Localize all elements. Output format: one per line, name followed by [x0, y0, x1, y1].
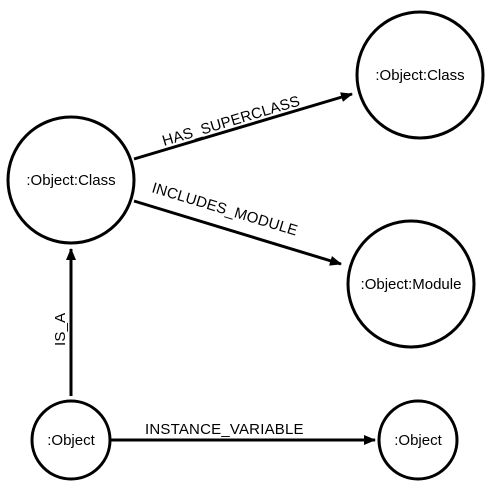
node-object-right[interactable]: :Object: [377, 399, 459, 481]
edge-has-superclass-line: [133, 92, 353, 161]
edge-includes-module-label: INCLUDES_MODULE: [150, 180, 300, 240]
node-circle[interactable]: [346, 219, 476, 349]
node-object-module[interactable]: :Object:Module: [346, 219, 476, 349]
node-object-class-left[interactable]: :Object:Class: [6, 115, 136, 245]
node-object-left[interactable]: :Object: [30, 399, 112, 481]
node-object-class-right[interactable]: :Object:Class: [355, 10, 485, 140]
node-label: :Object:Class: [375, 67, 464, 84]
node-circle[interactable]: [30, 399, 112, 481]
node-label: :Object:Module: [361, 276, 462, 293]
edge-instance-variable: INSTANCE_VARIABLE: [111, 421, 376, 445]
edge-instance-variable-label: INSTANCE_VARIABLE: [145, 421, 304, 438]
edge-includes-module: INCLUDES_MODULE: [133, 180, 342, 266]
node-label: :Object: [47, 432, 95, 449]
edge-is-a: IS_A: [52, 248, 76, 396]
node-label: :Object:Class: [26, 172, 115, 189]
node-circle[interactable]: [6, 115, 136, 245]
edge-is-a-label: IS_A: [52, 313, 69, 346]
edge-has-superclass-label: HAS_SUPERCLASS: [160, 93, 302, 150]
node-circle[interactable]: [377, 399, 459, 481]
node-label: :Object: [394, 432, 442, 449]
node-circle[interactable]: [355, 10, 485, 140]
edge-includes-module-line: [133, 199, 342, 266]
edge-has-superclass: HAS_SUPERCLASS: [133, 92, 353, 161]
